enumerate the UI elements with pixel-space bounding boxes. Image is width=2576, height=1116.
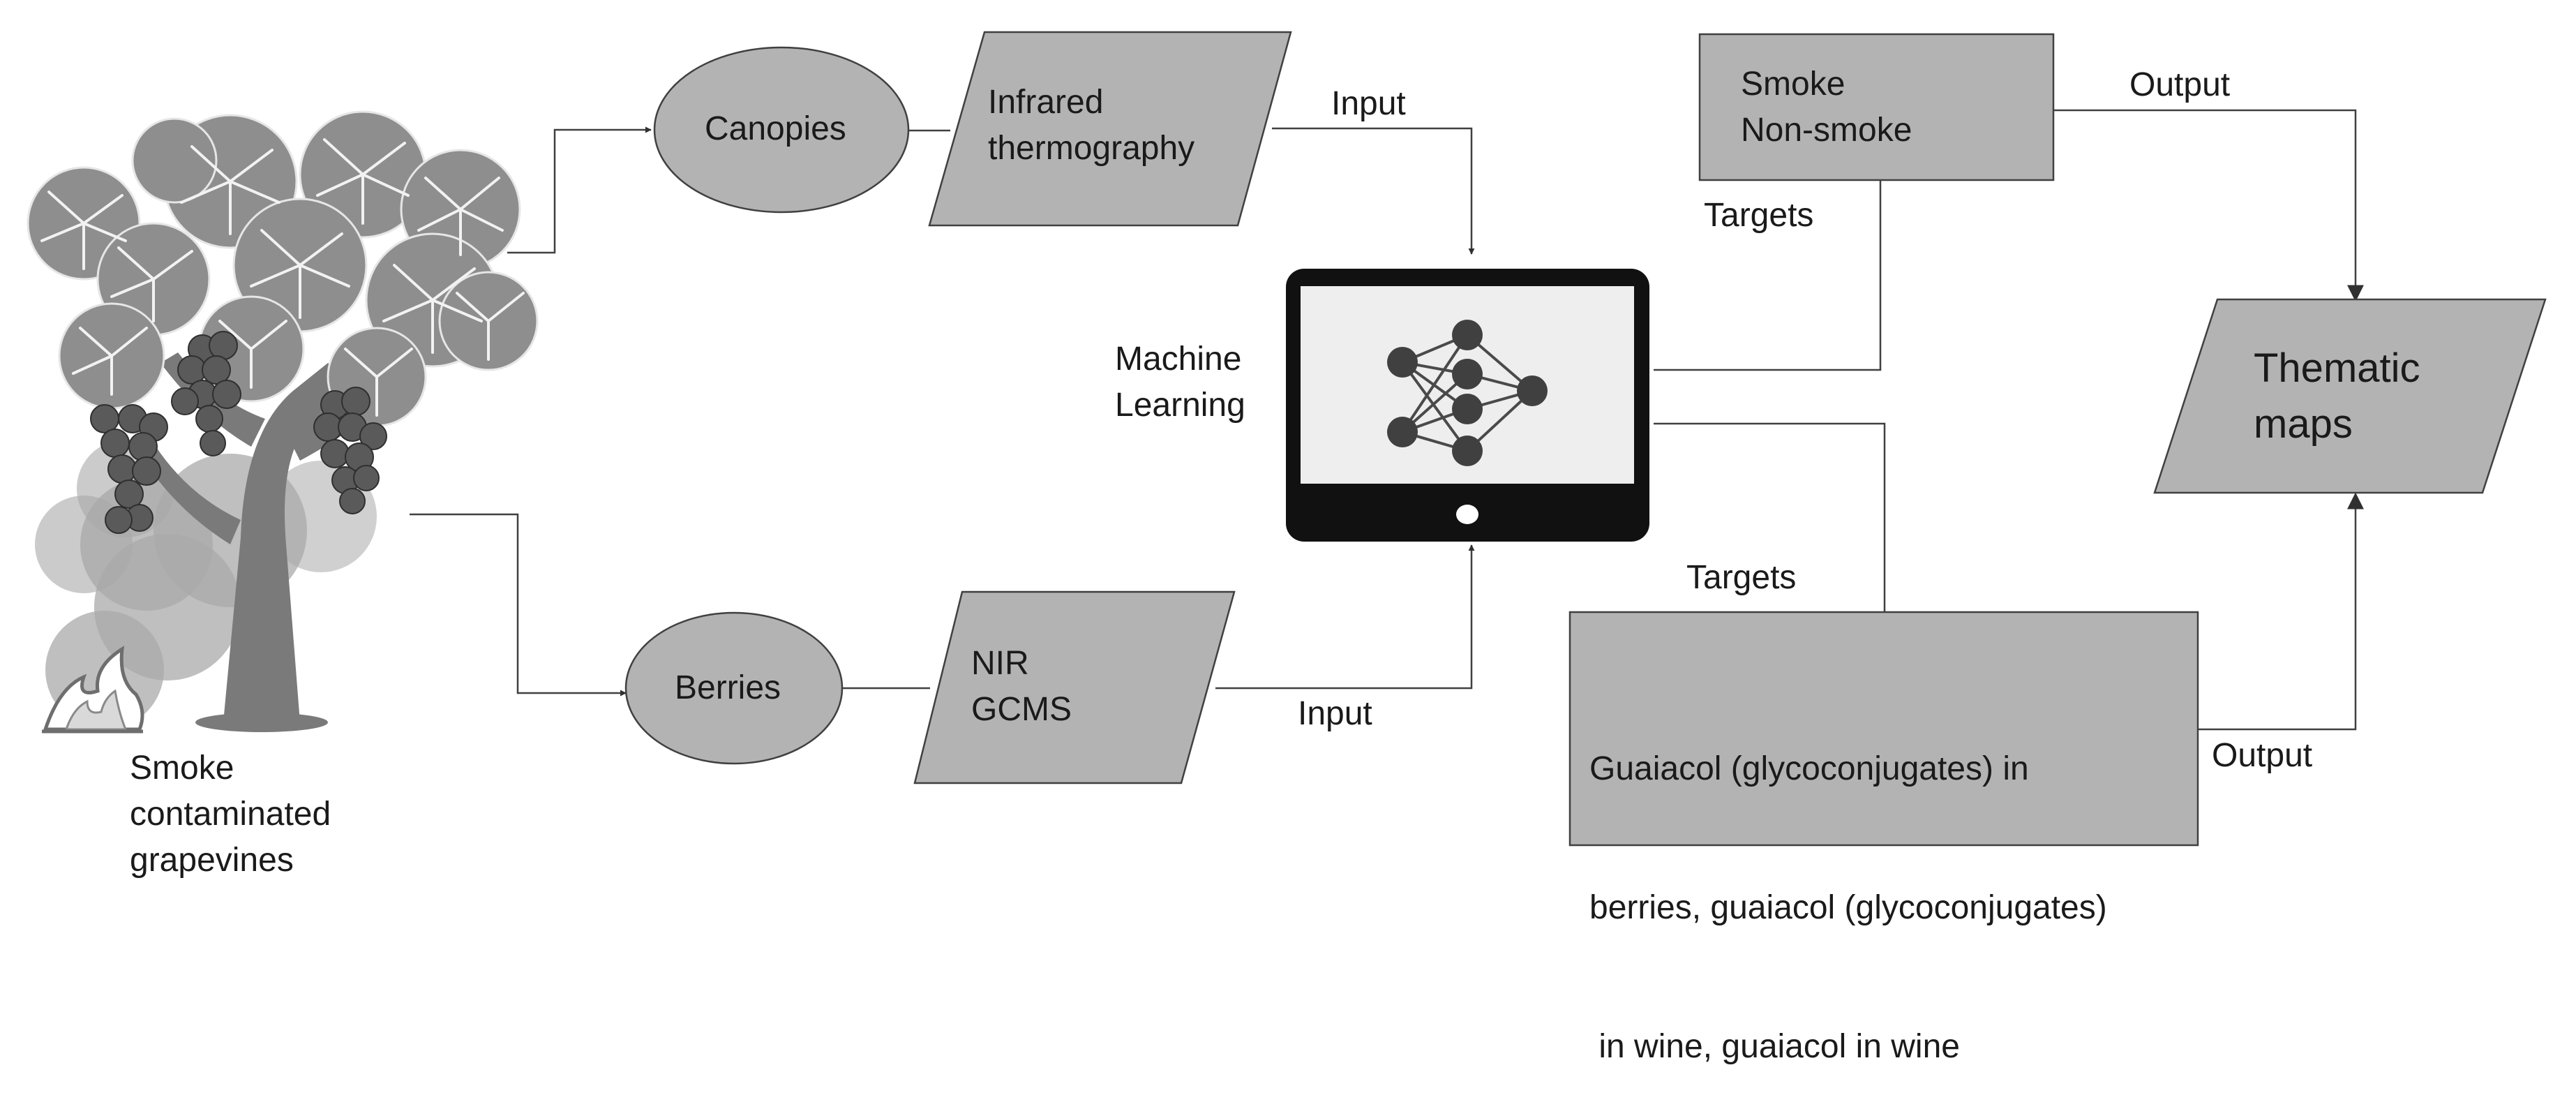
canopies-label: Canopies <box>705 110 846 147</box>
source-label-line: contaminated <box>130 796 331 833</box>
infrared-label: Infrared thermography <box>988 80 1195 172</box>
targets-top-label: Targets <box>1704 197 1814 234</box>
nir-gcms-label: NIR GCMS <box>971 641 1072 733</box>
thematic-maps-node <box>2153 298 2547 494</box>
machine-learning-label: Machine Learning <box>1115 336 1245 429</box>
thematic-maps-label-line: Thematic <box>2254 345 2420 391</box>
nir-to-ml-arrow <box>1215 544 1475 690</box>
nn-hidden-node <box>1452 320 1483 350</box>
machine-learning-label-line: Machine <box>1115 341 1242 378</box>
guaiacol-label: Guaiacol (glycoconjugates) in berries, g… <box>1589 654 2107 1116</box>
smoke-nonsmoke-label-line: Smoke <box>1741 66 1845 103</box>
tree-to-berries-arrow <box>410 513 627 697</box>
neural-network-icon <box>1387 320 1548 466</box>
source-label-line: grapevines <box>130 842 294 879</box>
guaiacol-label-line: berries, guaiacol (glycoconjugates) <box>1589 889 2107 927</box>
ml-to-smoke-target-line <box>1654 178 1882 371</box>
output-top-label: Output <box>2129 66 2231 103</box>
infrared-label-line: Infrared <box>988 84 1104 121</box>
source-label-line: Smoke <box>130 750 234 787</box>
nn-hidden-node <box>1452 436 1483 466</box>
infrared-label-line: thermography <box>988 130 1195 168</box>
nir-gcms-node <box>913 590 1236 784</box>
berries-node <box>624 611 844 765</box>
nn-input-node <box>1387 347 1418 378</box>
infrared-thermography-node <box>928 31 1292 227</box>
flow-diagram: Smoke contaminated grapevines Canopies B… <box>27 31 2547 1065</box>
input-bottom-label: Input <box>1298 695 1372 732</box>
input-top-label: Input <box>1331 85 1406 122</box>
thematic-maps-label-line: maps <box>2254 401 2353 447</box>
nir-gcms-label-line: GCMS <box>971 691 1072 729</box>
smoke-to-thematic-arrow <box>2053 109 2364 302</box>
nir-gcms-label-line: NIR <box>971 645 1029 682</box>
canopies-node <box>653 46 910 214</box>
source-label: Smoke contaminated grapevines <box>130 745 331 884</box>
guaiacol-box <box>1568 611 2199 847</box>
ml-to-guaiacol-target-line <box>1654 422 1886 612</box>
guaiacol-to-thematic-arrow <box>2198 492 2364 731</box>
berries-label: Berries <box>675 669 781 706</box>
tablet-home-button <box>1456 505 1478 524</box>
nn-hidden-node <box>1452 394 1483 424</box>
tree-to-canopies-arrow <box>507 126 652 254</box>
targets-bottom-label: Targets <box>1686 559 1797 596</box>
nn-hidden-node <box>1452 359 1483 389</box>
machine-learning-label-line: Learning <box>1115 387 1245 424</box>
diagram-canvas <box>27 31 2547 847</box>
nn-input-node <box>1387 417 1418 447</box>
smoke-nonsmoke-label-line: Non-smoke <box>1741 112 1912 149</box>
vine-leaves <box>27 110 539 427</box>
smoke-cloud <box>35 440 377 729</box>
grapevine-icon <box>27 110 539 734</box>
smoke-nonsmoke-label: Smoke Non-smoke <box>1741 61 1912 154</box>
connectors <box>410 109 2364 731</box>
grape-bunches <box>90 331 387 534</box>
guaiacol-label-line: in wine, guaiacol in wine <box>1589 1027 1960 1065</box>
output-bottom-label: Output <box>2212 737 2313 774</box>
nn-output-node <box>1517 375 1548 406</box>
infrared-to-ml-arrow <box>1272 127 1475 255</box>
smoke-nonsmoke-box <box>1698 33 2055 181</box>
fire-icon <box>42 646 144 734</box>
guaiacol-label-line: Guaiacol (glycoconjugates) in <box>1589 750 2029 788</box>
thematic-maps-label: Thematic maps <box>2254 341 2420 452</box>
